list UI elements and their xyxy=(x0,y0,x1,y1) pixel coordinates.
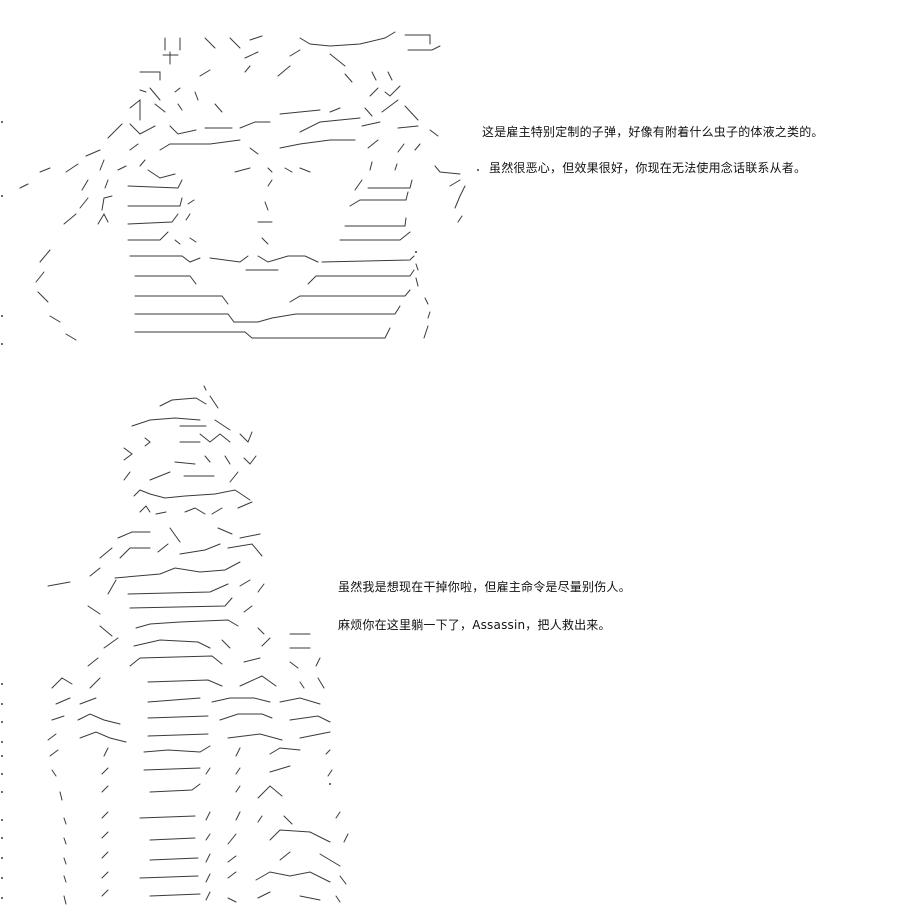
dialogue-line-1: 这是雇主特别定制的子弹，好像有附着什么虫子的体液之类的。 xyxy=(482,125,824,139)
dialogue-line-2: 虽然很恶心，但效果很好，你现在无法使用念话联系从者。 xyxy=(489,161,807,175)
dialogue-line-4: 麻烦你在这里躺一下了，Assassin，把人救出来。 xyxy=(338,618,611,632)
aiming-figure-drawing xyxy=(1,31,479,345)
ascii-art-figure-standing xyxy=(0,372,900,917)
panel-bottom: 虽然我是想现在干掉你啦，但雇主命令是尽量别伤人。 麻烦你在这里躺一下了，Assa… xyxy=(0,372,900,917)
ascii-art-figure-aiming xyxy=(0,0,900,350)
standing-figure-drawing xyxy=(1,385,349,905)
dialogue-line-3: 虽然我是想现在干掉你啦，但雇主命令是尽量别伤人。 xyxy=(338,580,631,594)
panel-top: 这是雇主特别定制的子弹，好像有附着什么虫子的体液之类的。 虽然很恶心，但效果很好… xyxy=(0,0,900,350)
